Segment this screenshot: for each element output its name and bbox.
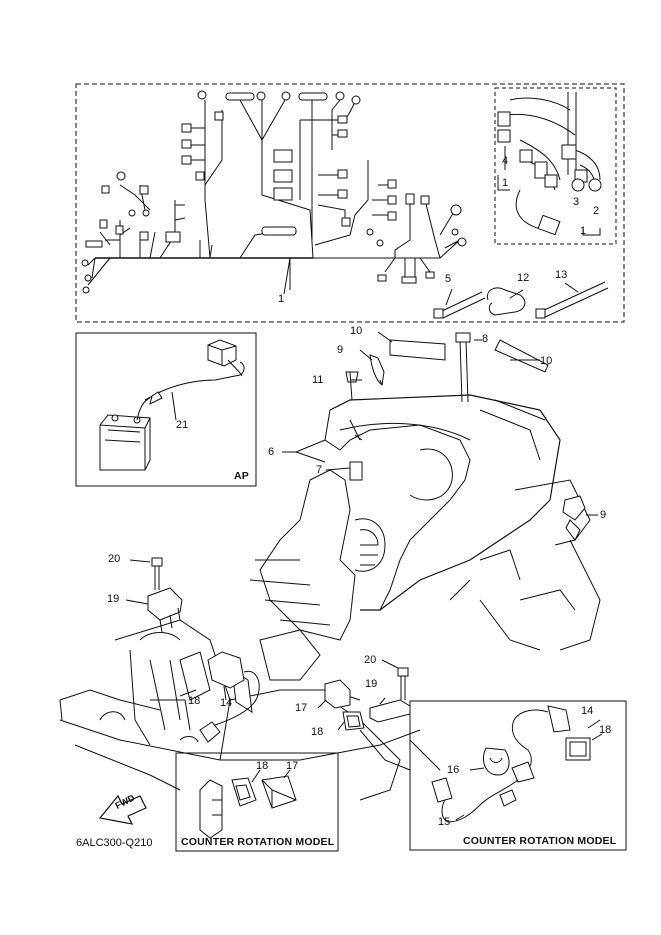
- callout-10-top: 10: [350, 325, 363, 337]
- counter-rotation-right-title: COUNTER ROTATION MODEL: [463, 835, 617, 847]
- callout-16: 16: [447, 764, 460, 776]
- counter-left-frame: [175, 752, 339, 852]
- callout-12: 12: [517, 272, 530, 284]
- callout-19-left: 19: [107, 593, 120, 605]
- callout-3: 3: [573, 196, 580, 208]
- callout-5: 5: [445, 273, 452, 285]
- counter-rotation-left-title: COUNTER ROTATION MODEL: [181, 836, 335, 848]
- callout-9-right: 9: [600, 509, 607, 521]
- fwd-arrow: [98, 794, 147, 825]
- callout-20-left: 20: [108, 553, 121, 565]
- callout-18-mid: 18: [311, 726, 324, 738]
- callout-21: 21: [176, 419, 189, 431]
- callout-10-right: 10: [540, 355, 553, 367]
- callout-17-mid: 17: [295, 702, 308, 714]
- callout-2: 2: [593, 205, 600, 217]
- callout-13: 13: [555, 269, 568, 281]
- callout-6: 6: [268, 446, 275, 458]
- callout-9-top: 9: [337, 344, 344, 356]
- harness-frame: [75, 83, 625, 323]
- callout-20-mid: 20: [364, 654, 377, 666]
- callout-1-inset: 1: [580, 225, 587, 237]
- callout-8: 8: [482, 333, 489, 345]
- callout-18-box: 18: [256, 760, 269, 772]
- callout-11: 11: [312, 374, 324, 386]
- callout-7: 7: [316, 464, 323, 476]
- counter-right-frame: [409, 700, 627, 851]
- callout-18-right: 18: [599, 724, 612, 736]
- callout-14-left: 14: [220, 697, 233, 709]
- callout-1-main: 1: [278, 293, 285, 305]
- callout-4: 4: [502, 155, 509, 167]
- diagram-code: 6ALC300-Q210: [76, 837, 153, 849]
- callout-18-left: 18: [188, 695, 201, 707]
- callout-15: 15: [438, 816, 451, 828]
- callout-14-right: 14: [581, 705, 594, 717]
- callout-17-box: 17: [286, 760, 299, 772]
- harness-inset-frame: [494, 87, 617, 245]
- ap-label: AP: [234, 470, 249, 482]
- callout-19-mid: 19: [365, 678, 378, 690]
- ap-inset-frame: [75, 332, 257, 487]
- callout-1-inset-b: 1: [502, 177, 509, 189]
